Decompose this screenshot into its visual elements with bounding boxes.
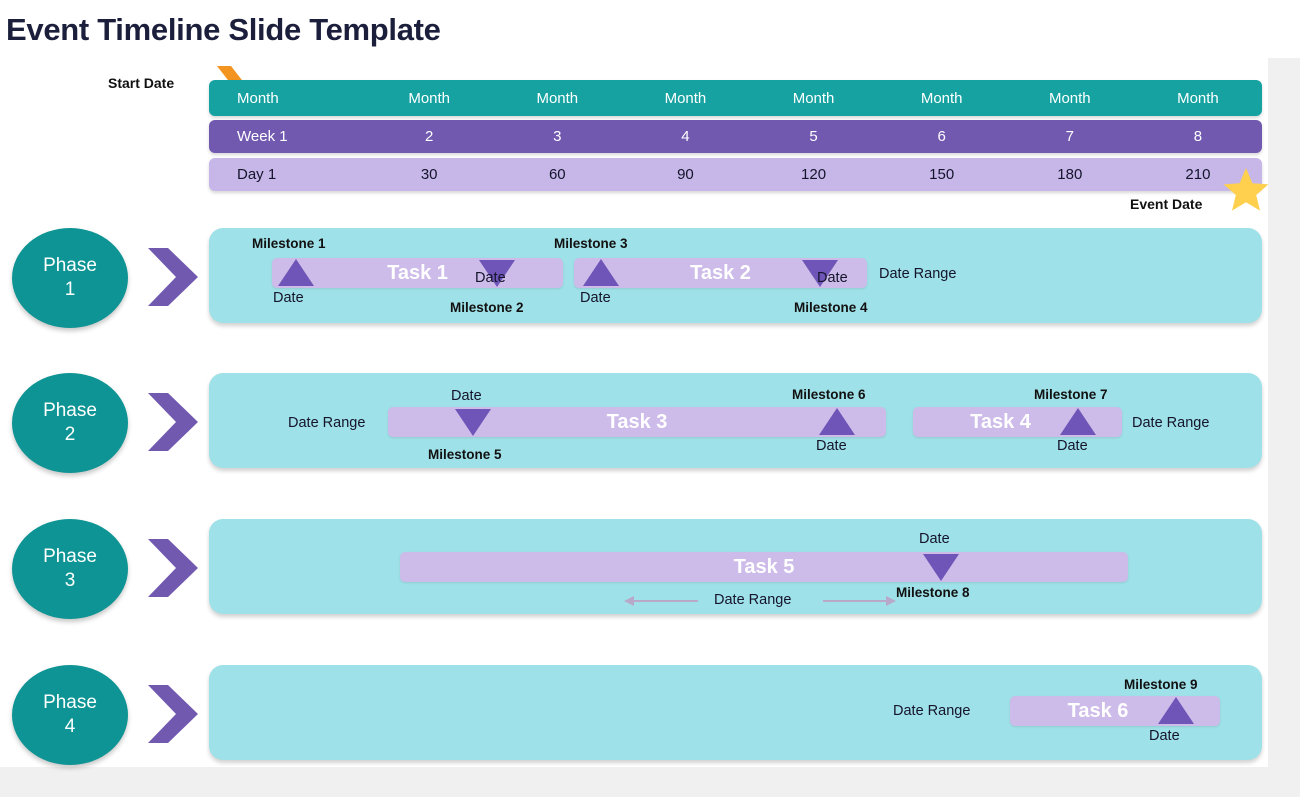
week-cell: 3 (553, 128, 562, 145)
day-cell: 180 (1057, 166, 1083, 183)
day-cell: 90 (677, 166, 694, 183)
phase-chevron-right-icon-1 (148, 248, 198, 306)
date-range-label: Date Range (288, 415, 366, 431)
milestone-8-label: Milestone 8 (896, 585, 970, 600)
task-label: Task 6 (1067, 699, 1129, 722)
phase-number: 3 (64, 570, 76, 591)
phase-circle-1[interactable]: Phase 1 (12, 228, 128, 328)
milestone-marker-8[interactable] (923, 554, 959, 581)
milestone-4-date: Date (817, 270, 848, 286)
week-cell: 6 (937, 128, 946, 145)
month-cell: Month (1177, 89, 1219, 107)
month-cell: Month (792, 89, 835, 107)
timeline-header-week-row: Week 1 2 3 4 5 6 7 8 (209, 120, 1262, 153)
page-title: Event Timeline Slide Template (6, 12, 441, 47)
milestone-7-date: Date (1057, 438, 1088, 454)
week-cell: 5 (809, 128, 818, 145)
week-cell: Week 1 (237, 128, 288, 145)
phase-number: 2 (64, 424, 76, 445)
month-cell: Month (664, 89, 707, 107)
arrow-left-icon (624, 596, 634, 606)
milestone-marker-7[interactable] (1060, 408, 1096, 435)
phase-label: Phase (43, 254, 97, 276)
task-label: Task 5 (733, 555, 795, 578)
task-label: Task 2 (690, 261, 751, 284)
bottom-background-band (0, 767, 1300, 797)
week-cell: 4 (681, 128, 690, 145)
task-label: Task 4 (970, 410, 1031, 433)
phase-circle-3[interactable]: Phase 3 (12, 519, 128, 619)
day-cell: 150 (929, 166, 955, 183)
arrow-right-icon (886, 596, 896, 606)
date-range-label: Date Range (1132, 415, 1210, 431)
phase-row-2: Phase 2 Task 3 Task 4 Date Range Date Mi… (0, 373, 1300, 473)
month-cell: Month (237, 89, 279, 107)
phase-label: Phase (43, 545, 97, 567)
task-bar-1[interactable]: Task 1 (272, 258, 563, 288)
month-cell: Month (536, 89, 579, 107)
day-cell: 30 (420, 166, 438, 183)
week-cell: 2 (425, 128, 434, 145)
timeline-header-day-row: Day 1 30 60 90 120 150 180 210 (209, 158, 1262, 191)
week-cell: 7 (1065, 128, 1074, 145)
timeline-header-month-row: Month Month Month Month Month Month Mont… (209, 80, 1262, 116)
milestone-3-label: Milestone 3 (554, 236, 628, 251)
event-date-label: Event Date (1130, 196, 1203, 212)
event-date-star-icon (1223, 168, 1269, 211)
phase-row-3: Phase 3 Task 5 Date Milestone 8 Date Ran… (0, 519, 1300, 619)
date-range-label: Date Range (714, 592, 792, 608)
phase-label: Phase (43, 399, 97, 421)
right-background-band (1268, 58, 1300, 767)
phase-row-1: Phase 1 Task 1 Task 2 Milestone 1 Date D… (0, 228, 1300, 328)
phase-circle-4[interactable]: Phase 4 (12, 665, 128, 765)
task-label: Task 1 (387, 261, 448, 284)
milestone-marker-6[interactable] (819, 408, 855, 435)
phase-row-4: Phase 4 Task 6 Milestone 9 Date Date Ran… (0, 665, 1300, 765)
milestone-6-date: Date (816, 438, 847, 454)
date-range-line-left (632, 600, 698, 602)
milestone-1-label: Milestone 1 (252, 236, 326, 251)
milestone-3-date: Date (580, 290, 611, 306)
milestone-9-date: Date (1149, 728, 1180, 744)
month-cell: Month (920, 89, 963, 107)
month-cell: Month (408, 89, 451, 107)
milestone-2-date: Date (475, 270, 506, 286)
phase-chevron-right-icon-4 (148, 685, 198, 743)
day-cell: 210 (1185, 166, 1211, 183)
task-bar-5[interactable]: Task 5 (400, 552, 1128, 582)
phase-chevron-right-icon-2 (148, 393, 198, 451)
start-date-label: Start Date (108, 75, 175, 91)
milestone-marker-9[interactable] (1158, 697, 1194, 724)
day-cell: 120 (801, 166, 827, 183)
milestone-5-label: Milestone 5 (428, 447, 502, 462)
milestone-1-date: Date (273, 290, 304, 306)
milestone-8-date: Date (919, 531, 950, 547)
phase-number: 4 (64, 716, 76, 737)
date-range-label: Date Range (879, 266, 957, 282)
milestone-9-label: Milestone 9 (1124, 677, 1198, 692)
milestone-marker-4[interactable] (802, 260, 838, 287)
milestone-marker-5[interactable] (455, 409, 491, 436)
month-cell: Month (1048, 89, 1091, 107)
phase-chevron-right-icon-3 (148, 539, 198, 597)
task-label: Task 3 (606, 410, 668, 433)
milestone-marker-2[interactable] (479, 260, 515, 287)
milestone-6-label: Milestone 6 (792, 387, 866, 402)
phase-number: 1 (64, 279, 76, 300)
day-cell: 60 (548, 166, 566, 183)
milestone-marker-1[interactable] (278, 259, 314, 286)
milestone-2-label: Milestone 2 (450, 300, 524, 315)
phase-circle-2[interactable]: Phase 2 (12, 373, 128, 473)
milestone-4-label: Milestone 4 (794, 300, 868, 315)
date-range-line-right (823, 600, 889, 602)
phase-label: Phase (43, 691, 97, 713)
milestone-5-date: Date (451, 388, 482, 404)
milestone-marker-3[interactable] (583, 259, 619, 286)
day-cell: Day 1 (237, 166, 277, 183)
milestone-7-label: Milestone 7 (1034, 387, 1108, 402)
week-cell: 8 (1193, 128, 1203, 145)
date-range-label: Date Range (893, 703, 971, 719)
